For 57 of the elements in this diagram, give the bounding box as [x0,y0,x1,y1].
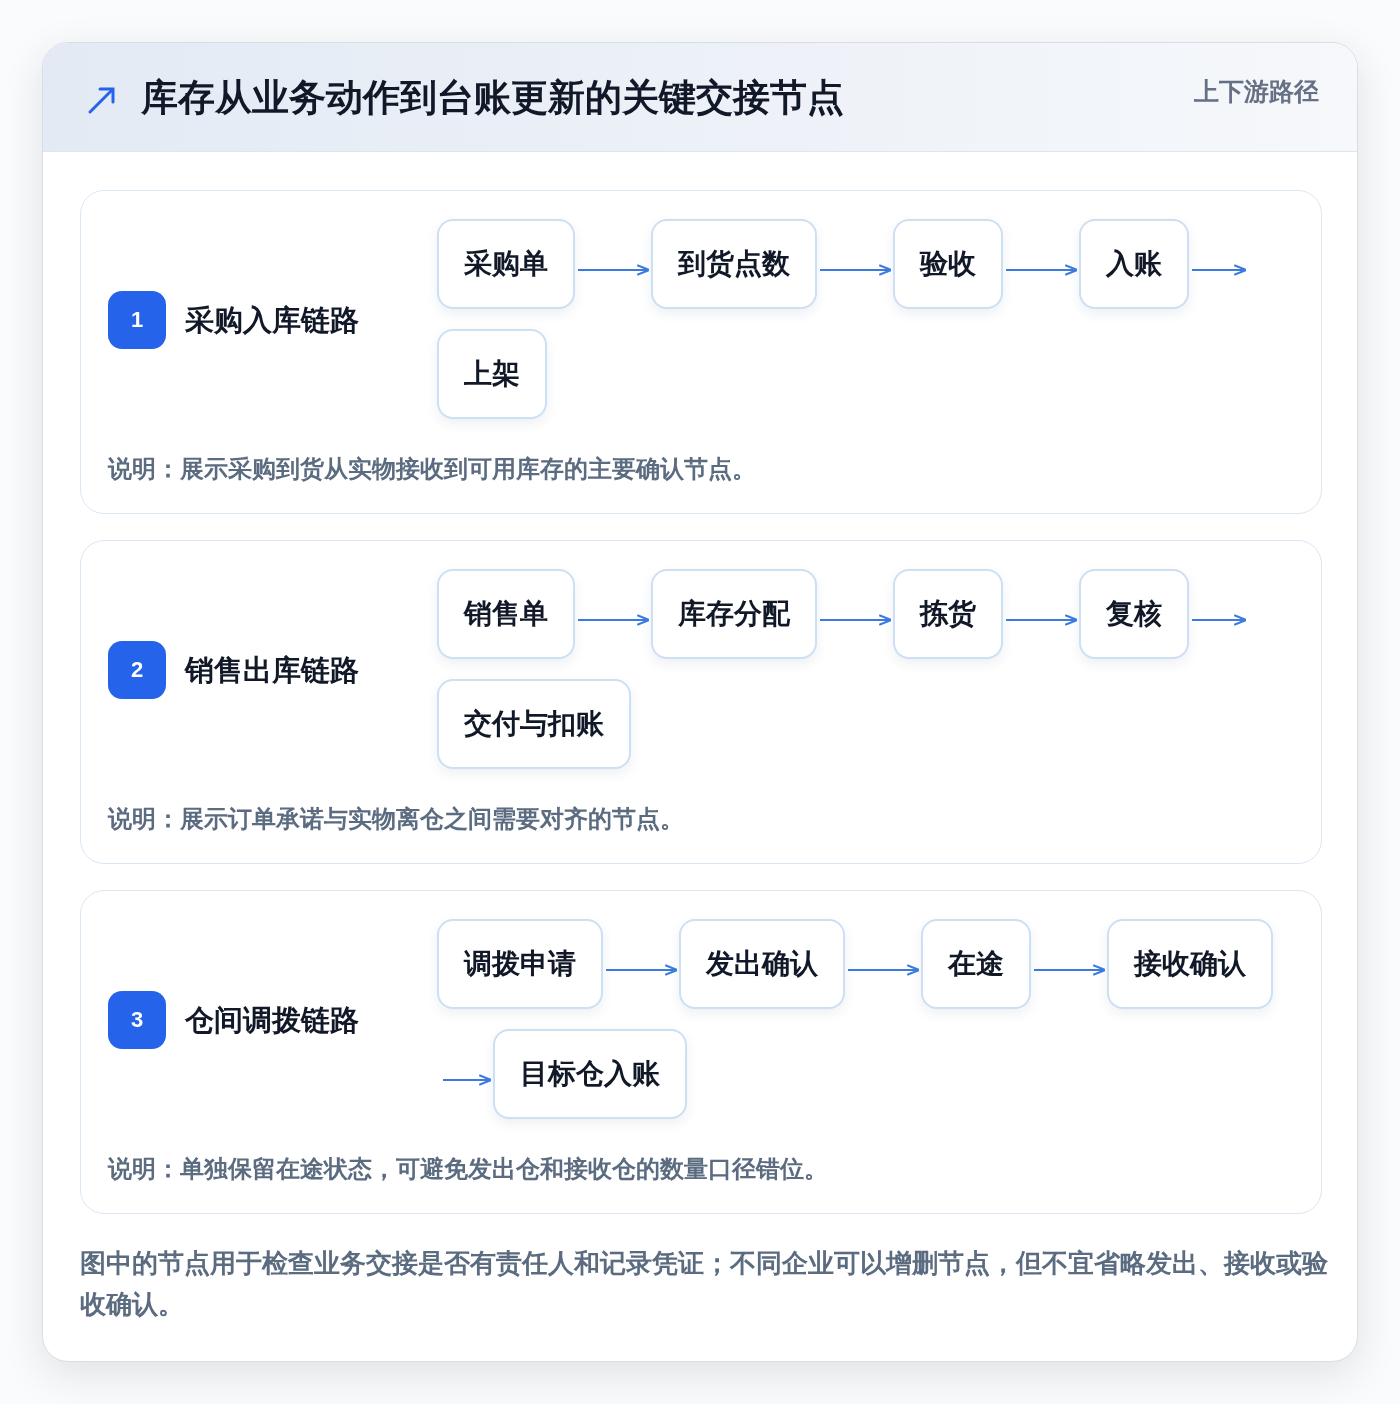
arrow [577,614,651,626]
section-note: 说明：展示采购到货从实物接收到可用库存的主要确认节点。 [108,454,756,484]
box-label: 目标仓入账 [520,1057,660,1091]
section-panel [80,190,1322,514]
process-box [493,1029,687,1119]
box-label: 上架 [464,357,520,391]
process-box [893,219,1003,309]
header-tag: 上下游路径 [1194,75,1319,108]
box-label: 调拨申请 [464,947,576,981]
arrow [442,1074,493,1086]
process-box [437,219,575,309]
arrow [1191,264,1248,276]
arrow [819,614,893,626]
box-label: 发出确认 [706,947,818,981]
box-label: 验收 [920,247,976,281]
box-label: 交付与扣账 [464,707,604,741]
footer-note: 图中的节点用于检查业务交接是否有责任人和记录凭证；不同企业可以增删节点，但不宜省略发出、接收或验收确认。 [80,1247,1329,1321]
step-badge: 1 [108,291,166,349]
arrow [1005,614,1079,626]
box-label: 库存分配 [678,597,790,631]
section-panel [80,540,1322,864]
process-box [437,569,575,659]
section-panel [80,890,1322,1214]
process-box [1107,919,1273,1009]
process-box [651,219,817,309]
arrow [605,964,679,976]
arrow [847,964,921,976]
box-label: 采购单 [464,247,548,281]
process-box [437,679,631,769]
process-box [651,569,817,659]
arrow [1005,264,1079,276]
process-box [893,569,1003,659]
section-note: 说明：单独保留在途状态，可避免发出仓和接收仓的数量口径错位。 [108,1154,828,1184]
box-label: 入账 [1106,247,1162,281]
diagram-title: 库存从业务动作到台账更新的关键交接节点 [141,76,844,120]
step-badge: 3 [108,991,166,1049]
box-label: 销售单 [464,597,548,631]
box-label: 到货点数 [678,247,790,281]
box-label: 拣货 [920,597,976,631]
step-badge: 2 [108,641,166,699]
section-title: 采购入库链路 [185,303,359,338]
box-label: 复核 [1106,597,1162,631]
process-box [437,329,547,419]
process-box [437,919,603,1009]
section-note: 说明：展示订单承诺与实物离仓之间需要对齐的节点。 [108,804,684,834]
process-box [1079,219,1189,309]
arrow [1191,614,1248,626]
arrow [819,264,893,276]
arrow [1033,964,1107,976]
process-box [679,919,845,1009]
process-box [921,919,1031,1009]
section-title: 仓间调拨链路 [185,1003,359,1038]
arrow [577,264,651,276]
box-label: 接收确认 [1134,947,1246,981]
box-label: 在途 [948,947,1004,981]
process-box [1079,569,1189,659]
section-title: 销售出库链路 [185,653,359,688]
